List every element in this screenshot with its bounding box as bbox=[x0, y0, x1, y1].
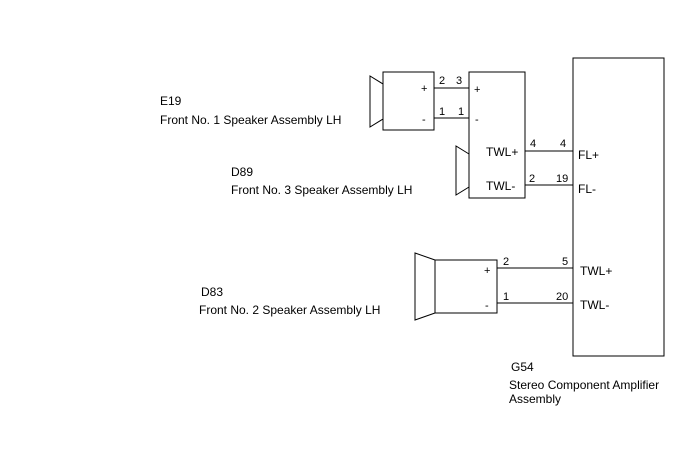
amplifier-g54: FL+ FL- TWL+ TWL- bbox=[572, 57, 665, 357]
speaker-d83: + - bbox=[414, 252, 498, 321]
g54-fl-plus-terminal: FL+ bbox=[578, 148, 599, 162]
e19-code: E19 bbox=[160, 94, 182, 108]
wire-d89-twl-minus-to-g54-fl-minus: 2 19 bbox=[525, 173, 573, 186]
speaker-cone-icon bbox=[414, 252, 436, 321]
g54-code: G54 bbox=[511, 360, 534, 374]
speaker-d89-body bbox=[468, 71, 526, 199]
pin-g54-twl-minus: 20 bbox=[556, 291, 568, 303]
pin-e19-plus: 2 bbox=[439, 75, 445, 87]
pin-g54-fl-plus: 4 bbox=[560, 138, 566, 150]
pin-d89-twl-plus: 4 bbox=[530, 138, 536, 150]
speaker-e19-body bbox=[382, 71, 435, 131]
pin-d89-twl-minus: 2 bbox=[529, 173, 535, 185]
wire-d89-twl-plus-to-g54-fl-plus: 4 4 bbox=[525, 138, 573, 152]
d89-name: Front No. 3 Speaker Assembly LH bbox=[231, 183, 412, 197]
d83-plus-terminal: + bbox=[484, 265, 490, 277]
pin-g54-twl-plus: 5 bbox=[562, 256, 568, 268]
g54-twl-plus-terminal: TWL+ bbox=[580, 264, 612, 278]
pin-d83-minus: 1 bbox=[503, 291, 509, 303]
d89-minus-terminal: - bbox=[475, 114, 479, 126]
speaker-d83-body bbox=[434, 259, 498, 314]
pin-g54-fl-minus: 19 bbox=[556, 173, 568, 185]
g54-name-line2: Assembly bbox=[509, 392, 561, 406]
d83-code: D83 bbox=[201, 285, 223, 299]
pin-e19-minus: 1 bbox=[439, 106, 445, 118]
d89-plus-terminal: + bbox=[474, 84, 480, 96]
amplifier-g54-body bbox=[572, 57, 665, 357]
speaker-d89: + - TWL+ TWL- bbox=[455, 71, 526, 199]
d89-code: D89 bbox=[231, 165, 253, 179]
pin-d89-plus: 3 bbox=[456, 75, 462, 87]
speaker-cone-icon bbox=[455, 145, 470, 196]
g54-twl-minus-terminal: TWL- bbox=[580, 298, 609, 312]
e19-name: Front No. 1 Speaker Assembly LH bbox=[160, 113, 341, 127]
g54-name-line1: Stereo Component Amplifier bbox=[509, 378, 659, 392]
wire-e19-minus-to-d89-minus: 1 1 bbox=[434, 106, 469, 119]
d89-twl-plus-terminal: TWL+ bbox=[486, 145, 518, 159]
pin-d83-plus: 2 bbox=[503, 256, 509, 268]
d83-name: Front No. 2 Speaker Assembly LH bbox=[199, 303, 380, 317]
e19-minus-terminal: - bbox=[422, 114, 426, 126]
e19-plus-terminal: + bbox=[421, 83, 427, 95]
speaker-cone-icon bbox=[369, 75, 384, 128]
wire-d83-plus-to-g54-twl-plus: 2 5 bbox=[497, 256, 573, 269]
g54-fl-minus-terminal: FL- bbox=[578, 182, 596, 196]
wire-d83-minus-to-g54-twl-minus: 1 20 bbox=[497, 291, 573, 304]
wire-e19-plus-to-d89-plus: 2 3 bbox=[434, 75, 469, 89]
speaker-e19: + - bbox=[369, 71, 435, 131]
pin-d89-minus: 1 bbox=[458, 106, 464, 118]
d83-minus-terminal: - bbox=[485, 300, 489, 312]
d89-twl-minus-terminal: TWL- bbox=[486, 179, 515, 193]
